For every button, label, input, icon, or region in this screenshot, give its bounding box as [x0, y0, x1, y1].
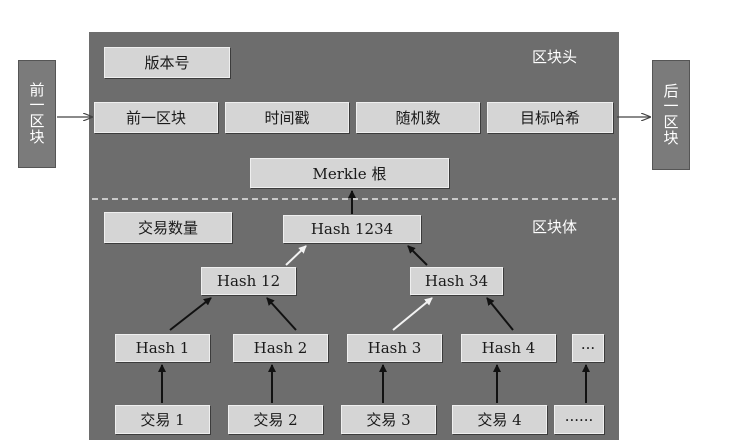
hash-34-box: Hash 34: [410, 267, 503, 295]
hash-2-box: Hash 2: [233, 334, 328, 362]
arrow-hash2-to-hash12: [266, 297, 297, 331]
prev-block-char: 一: [29, 96, 45, 115]
merkle-root-box: Merkle 根: [250, 158, 449, 188]
next-block-box: 后 一 区 块: [652, 60, 690, 170]
prev-block-char: 前: [29, 80, 45, 99]
tx-4-box: 交易 4: [452, 405, 547, 434]
prev-block-hash-box: 前一区块: [94, 102, 218, 133]
hash-1-box: Hash 1: [115, 334, 210, 362]
hash-3-box: Hash 3: [347, 334, 442, 362]
hash-12-box: Hash 12: [201, 267, 296, 295]
tx-count-box: 交易数量: [104, 212, 232, 243]
hash-1234-box: Hash 1234: [283, 215, 421, 243]
tx-2-box: 交易 2: [228, 405, 323, 434]
next-block-char: 区: [663, 113, 679, 131]
prev-block-box: 前 一 区 块: [18, 60, 56, 168]
next-block-char: 块: [663, 128, 679, 147]
arrow-hash4-to-hash34: [486, 297, 514, 331]
hash-4-box: Hash 4: [461, 334, 556, 362]
nonce-box: 随机数: [356, 102, 480, 133]
next-block-char: 一: [663, 97, 679, 116]
hash-more-box: ···: [572, 334, 604, 362]
block-header-title: 区块头: [532, 48, 578, 66]
version-box: 版本号: [104, 47, 230, 78]
block-body-title: 区块体: [532, 218, 578, 236]
tx-3-box: 交易 3: [341, 405, 436, 434]
next-block-char: 后: [663, 81, 679, 100]
timestamp-box: 时间戳: [225, 102, 349, 133]
arrow-hash1-to-hash12: [169, 297, 212, 331]
arrow-hash12-to-hash1234: [285, 245, 307, 266]
prev-block-char: 区: [29, 112, 45, 130]
tx-1-box: 交易 1: [115, 405, 210, 434]
arrow-hash3-to-hash34: [392, 297, 433, 331]
target-hash-box: 目标哈希: [487, 102, 613, 133]
prev-block-char: 块: [29, 127, 45, 146]
tx-more-box: ······: [554, 405, 604, 434]
arrow-hash34-to-hash1234: [407, 245, 428, 266]
